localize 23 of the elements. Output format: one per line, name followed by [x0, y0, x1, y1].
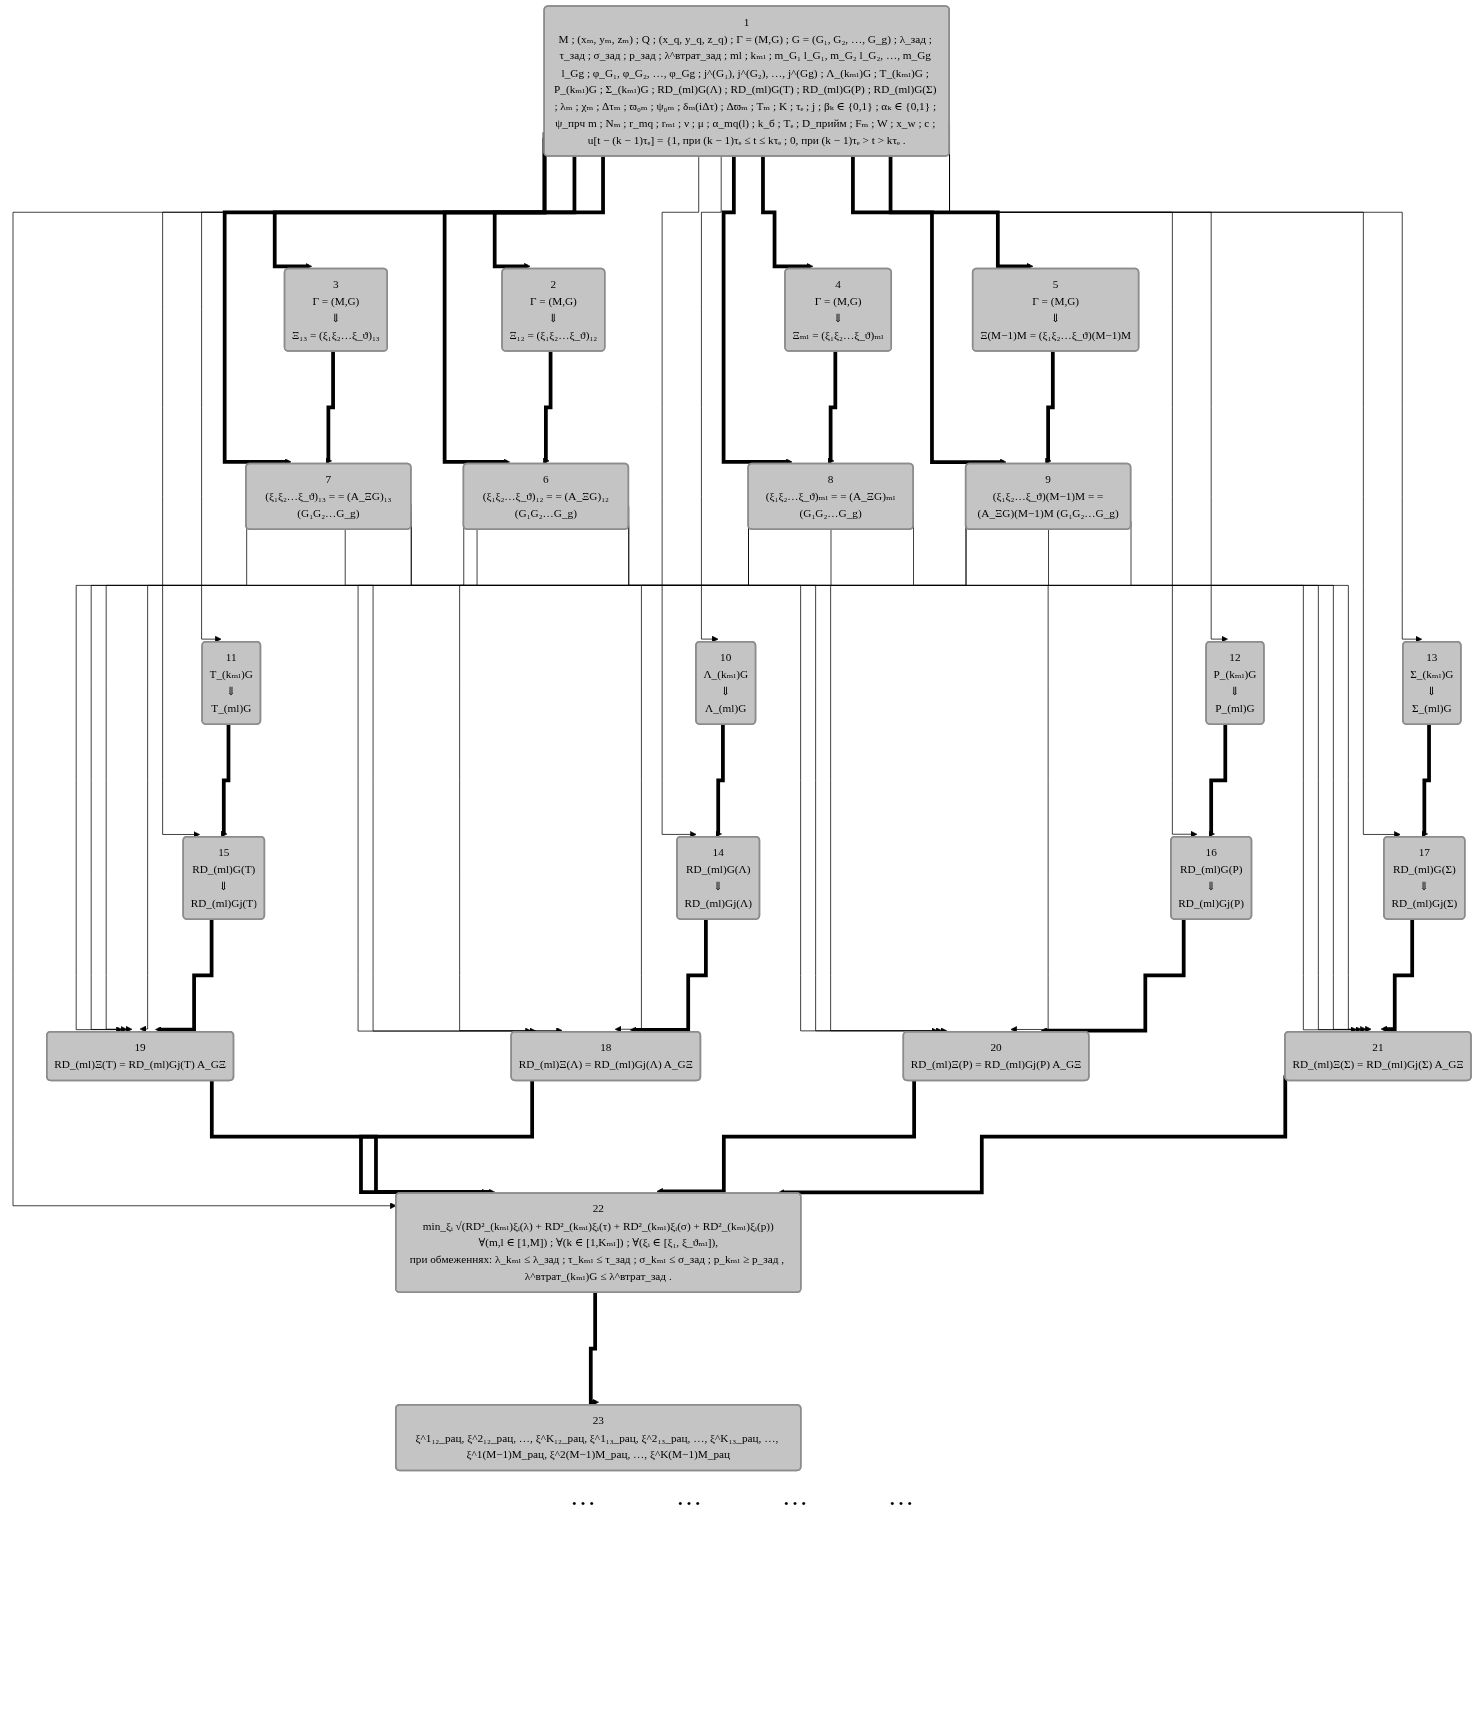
arrow	[1421, 724, 1431, 838]
arrow	[715, 724, 725, 838]
arrow	[1040, 919, 1186, 1034]
arrow	[442, 156, 577, 466]
arrow	[359, 1080, 535, 1196]
arrow	[220, 724, 231, 838]
ellipsis-text: …	[782, 1482, 808, 1514]
arrow	[542, 351, 553, 465]
arrow	[721, 156, 793, 466]
arrow	[325, 351, 335, 465]
arrow	[827, 351, 838, 465]
arrow	[851, 156, 1007, 466]
arrow	[588, 1292, 599, 1406]
ellipsis-text: …	[676, 1482, 702, 1514]
ellipsis-text: …	[888, 1482, 914, 1514]
arrow	[1380, 919, 1415, 1033]
arrow	[492, 156, 605, 270]
arrow	[155, 919, 214, 1033]
arrow	[761, 156, 814, 270]
arrow	[1208, 724, 1228, 838]
ellipsis-text: …	[570, 1482, 596, 1514]
arrow	[1045, 351, 1055, 465]
arrow	[888, 156, 1034, 270]
